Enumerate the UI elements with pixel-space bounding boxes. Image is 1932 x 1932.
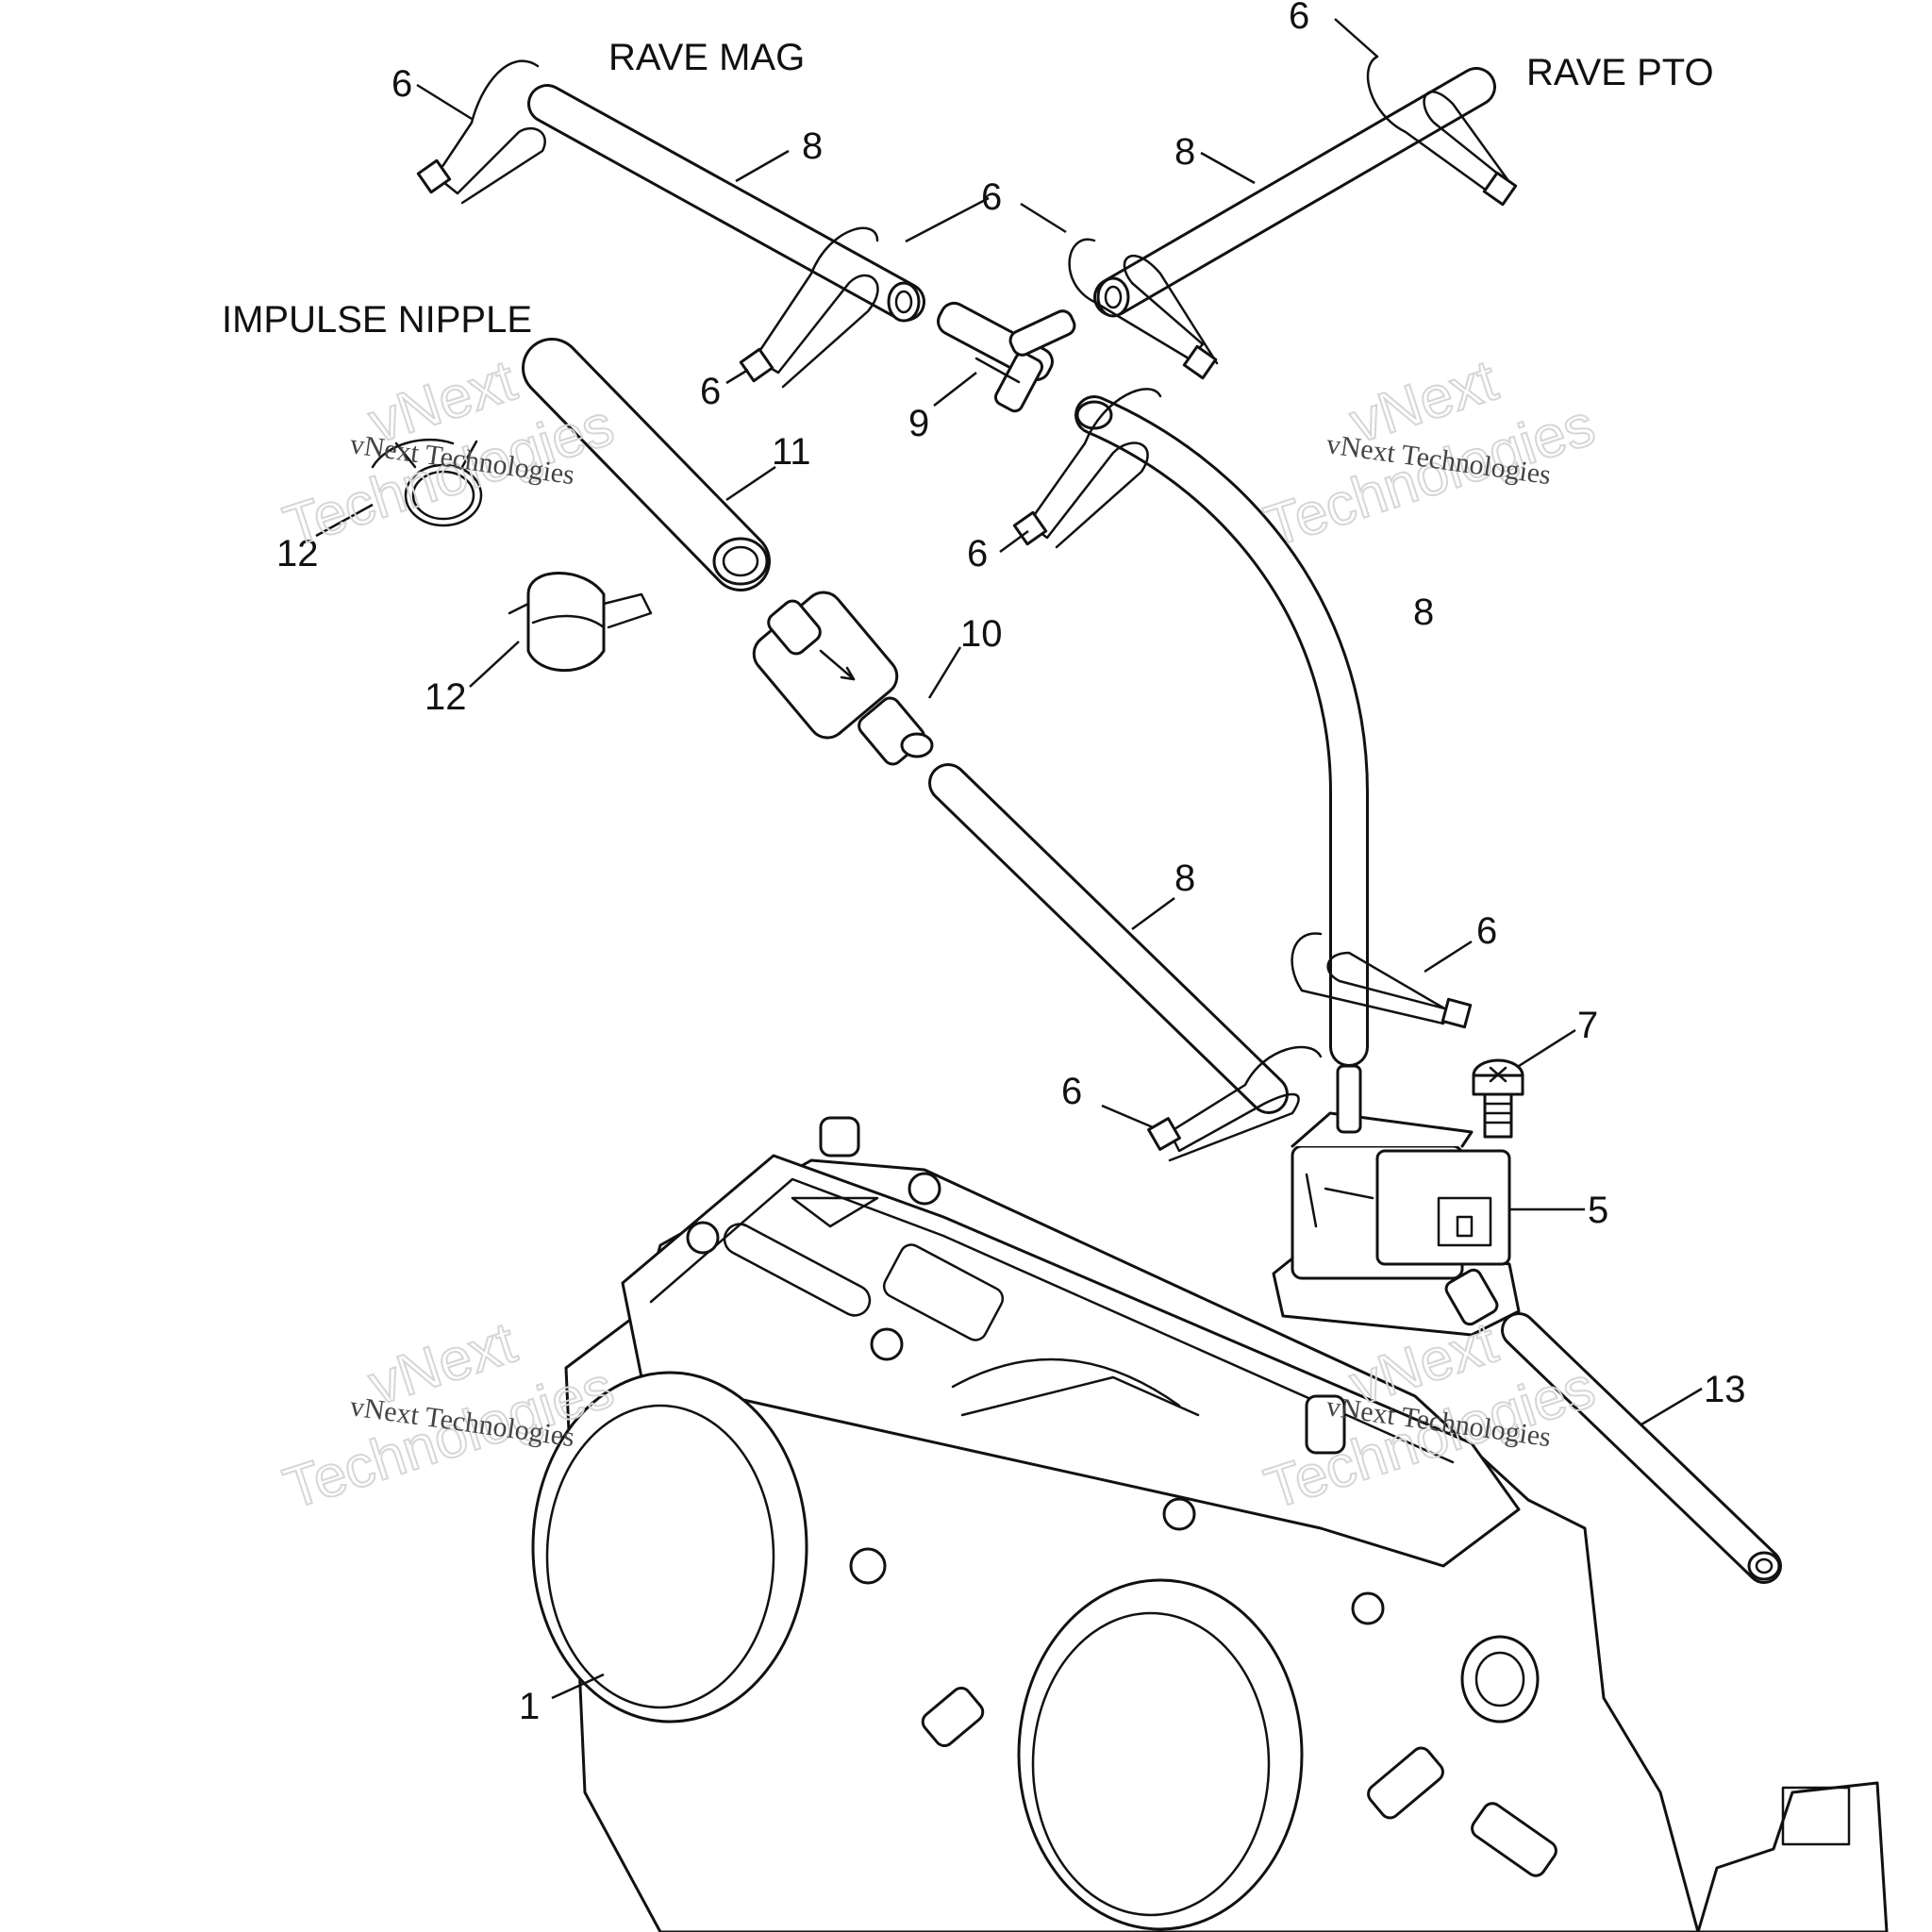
callout-5: 5 [1588,1190,1608,1231]
callout-12-lower: 12 [425,676,467,718]
hose-rave-pto [1093,67,1496,318]
clamp-lower [508,572,653,673]
clamp-upper [371,438,483,527]
label-rave-pto: RAVE PTO [1526,52,1714,93]
hose-to-solenoid [1074,395,1369,1067]
callout-10: 10 [960,613,1003,655]
callout-9: 9 [908,403,929,444]
throttle-body [531,1116,1889,1932]
t-fitting [937,301,1076,413]
callout-6-pto-outer: 6 [1289,0,1309,37]
callout-12-upper: 12 [276,533,319,575]
screw [1472,1058,1524,1139]
tie-wrap-pto-outer [1366,55,1518,207]
label-impulse-nipple: IMPULSE NIPPLE [222,299,532,341]
callout-8-mag: 8 [802,125,823,167]
label-rave-mag: RAVE MAG [608,37,805,78]
callout-11: 11 [772,431,811,473]
callout-6-mag-outer: 6 [391,63,412,105]
callout-6-curved: 6 [967,533,988,575]
tie-wrap-pto-inner [1068,238,1219,380]
callout-6-lower-left: 6 [1061,1071,1082,1112]
hose-rave-mag [527,84,925,323]
tie-wrap-lower-right [1291,932,1473,1029]
callout-6-lower-right: 6 [1476,910,1497,952]
tie-wrap-mag-outer [416,59,546,205]
callout-13: 13 [1704,1369,1746,1410]
callout-1: 1 [519,1686,540,1727]
rave-solenoid [1272,1064,1521,1337]
callout-7: 7 [1577,1005,1598,1046]
hose-impulse [522,338,771,591]
leader-lines [315,18,1703,1700]
watermark-upper-right: vNext Technologies vNext Technologies [1257,347,1604,561]
callout-6-mag-inner: 6 [700,371,721,412]
hose-valve-to-body [928,763,1289,1114]
callout-8-pto: 8 [1174,131,1195,173]
callout-8-lower: 8 [1174,858,1195,899]
check-valve [752,591,934,766]
tie-wrap-lower-left [1147,1045,1323,1162]
callout-6-center: 6 [981,176,1002,218]
hose-13 [1501,1312,1782,1584]
callout-8-curved: 8 [1413,591,1434,633]
